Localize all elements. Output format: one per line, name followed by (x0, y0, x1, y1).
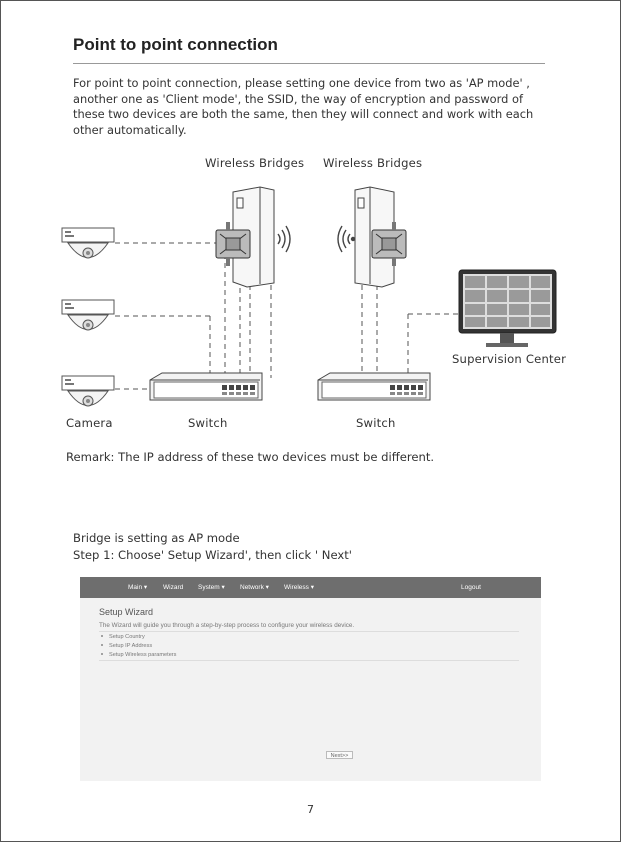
nav-wizard[interactable]: Wizard (163, 577, 183, 598)
network-diagram (50, 150, 570, 412)
wifi-signal-icon (278, 226, 290, 252)
switch-label-left: Switch (188, 416, 228, 430)
network-switch-icon (150, 373, 262, 400)
nav-main[interactable]: Main ▾ (128, 577, 147, 598)
setup-wizard-description: The Wizard will guide you through a step… (99, 622, 354, 629)
camera-icon (62, 376, 114, 406)
switch-label-right: Switch (356, 416, 396, 430)
camera-label: Camera (66, 416, 113, 430)
intro-paragraph: For point to point connection, please se… (73, 76, 543, 138)
monitor-icon (459, 270, 556, 347)
step-1-line: Step 1: Choose' Setup Wizard', then clic… (73, 547, 352, 564)
page-title: Point to point connection (73, 35, 278, 55)
nav-network[interactable]: Network ▾ (240, 577, 269, 598)
wireless-bridge-icon (355, 187, 406, 287)
wizard-divider-bottom (99, 660, 519, 661)
setup-wizard-title: Setup Wizard (99, 607, 153, 617)
wizard-step-wireless: Setup Wireless parameters (109, 652, 176, 658)
wizard-step-country: Setup Country (109, 634, 145, 640)
connection-lines (115, 243, 462, 389)
wizard-steps-list: Setup Country Setup IP Address Setup Wir… (99, 633, 176, 660)
list-item: Setup Country (99, 633, 176, 642)
nav-logout[interactable]: Logout (461, 577, 481, 598)
router-setup-screenshot: Main ▾ Wizard System ▾ Network ▾ Wireles… (80, 577, 541, 781)
bullet-icon (101, 644, 103, 646)
nav-system[interactable]: System ▾ (198, 577, 225, 598)
list-item: Setup IP Address (99, 642, 176, 651)
router-nav-bar: Main ▾ Wizard System ▾ Network ▾ Wireles… (80, 577, 541, 598)
network-switch-icon (318, 373, 430, 400)
list-item: Setup Wireless parameters (99, 651, 176, 660)
bullet-icon (101, 653, 103, 655)
bullet-icon (101, 635, 103, 637)
wizard-step-ip: Setup IP Address (109, 643, 152, 649)
instruction-block: Bridge is setting as AP mode Step 1: Cho… (73, 530, 352, 564)
remark-text: Remark: The IP address of these two devi… (66, 450, 434, 464)
wizard-divider-top (99, 631, 519, 632)
wifi-signal-icon (338, 226, 355, 252)
ap-mode-line: Bridge is setting as AP mode (73, 530, 352, 547)
setup-wizard-panel: Setup Wizard The Wizard will guide you t… (80, 598, 541, 781)
next-button[interactable]: Next>> (326, 751, 353, 759)
nav-wireless[interactable]: Wireless ▾ (284, 577, 314, 598)
page-number: 7 (0, 803, 621, 816)
camera-icon (62, 228, 114, 258)
camera-icon (62, 300, 114, 330)
title-divider (73, 63, 545, 64)
